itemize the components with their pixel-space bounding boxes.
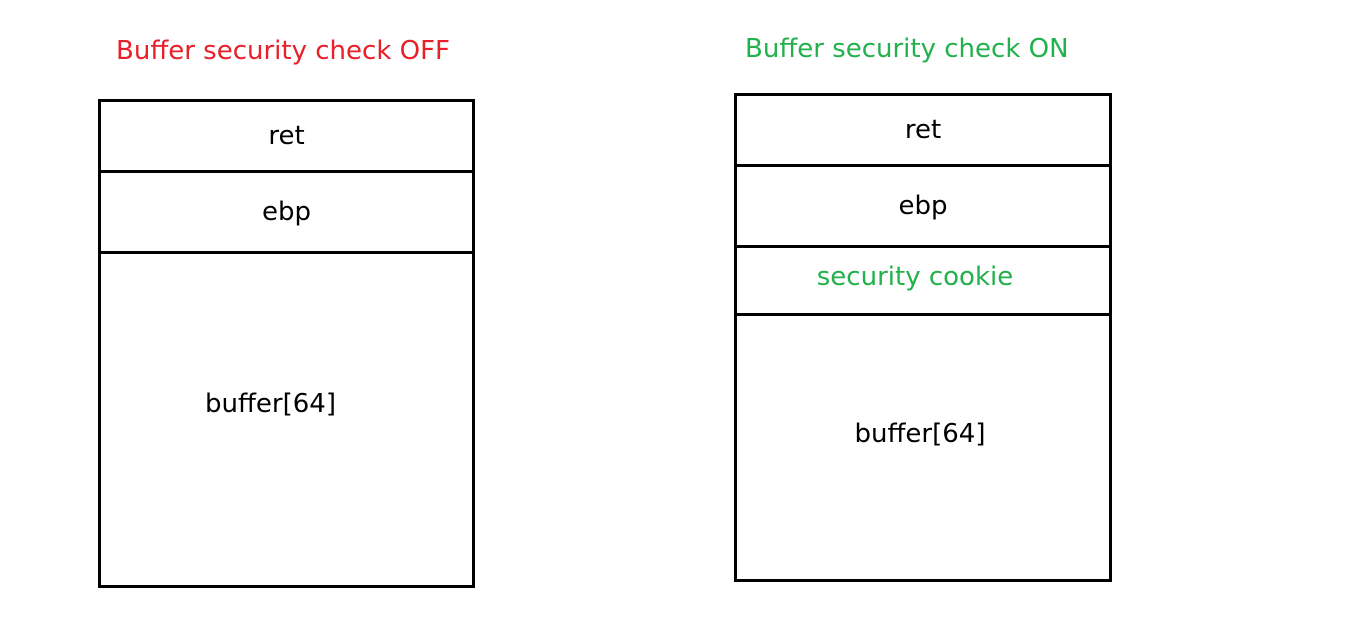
stack-cell-ret: ret bbox=[101, 102, 472, 170]
stack-cell-buffer-label: buffer[64] bbox=[205, 388, 336, 419]
title-buffer-check-on: Buffer security check ON bbox=[745, 34, 1069, 64]
stack-cell-buffer: buffer[64] bbox=[737, 316, 1109, 579]
title-buffer-check-off: Buffer security check OFF bbox=[116, 36, 451, 66]
stack-divider bbox=[98, 251, 475, 254]
stack-divider bbox=[734, 313, 1112, 316]
stack-cell-security-cookie-label: security cookie bbox=[816, 261, 1014, 292]
stack-cell-buffer-label: buffer[64] bbox=[854, 418, 986, 449]
stack-frame-check-on: ret ebp security cookie buffer[64] bbox=[734, 93, 1112, 582]
stack-frame-check-off: ret ebp buffer[64] bbox=[98, 99, 475, 588]
stack-divider bbox=[734, 245, 1112, 248]
stack-cell-security-cookie: security cookie bbox=[737, 248, 1109, 313]
stack-divider bbox=[98, 170, 475, 173]
stack-cell-ret: ret bbox=[737, 96, 1109, 164]
stack-cell-buffer: buffer[64] bbox=[101, 254, 472, 585]
stack-cell-ebp: ebp bbox=[101, 173, 472, 251]
stack-cell-ebp-label: ebp bbox=[261, 197, 311, 227]
stack-cell-ebp: ebp bbox=[737, 167, 1109, 245]
stack-cell-ret-label: ret bbox=[904, 115, 942, 145]
stack-cell-ebp-label: ebp bbox=[898, 191, 948, 221]
stack-cell-ret-label: ret bbox=[268, 121, 305, 151]
stack-divider bbox=[734, 164, 1112, 167]
